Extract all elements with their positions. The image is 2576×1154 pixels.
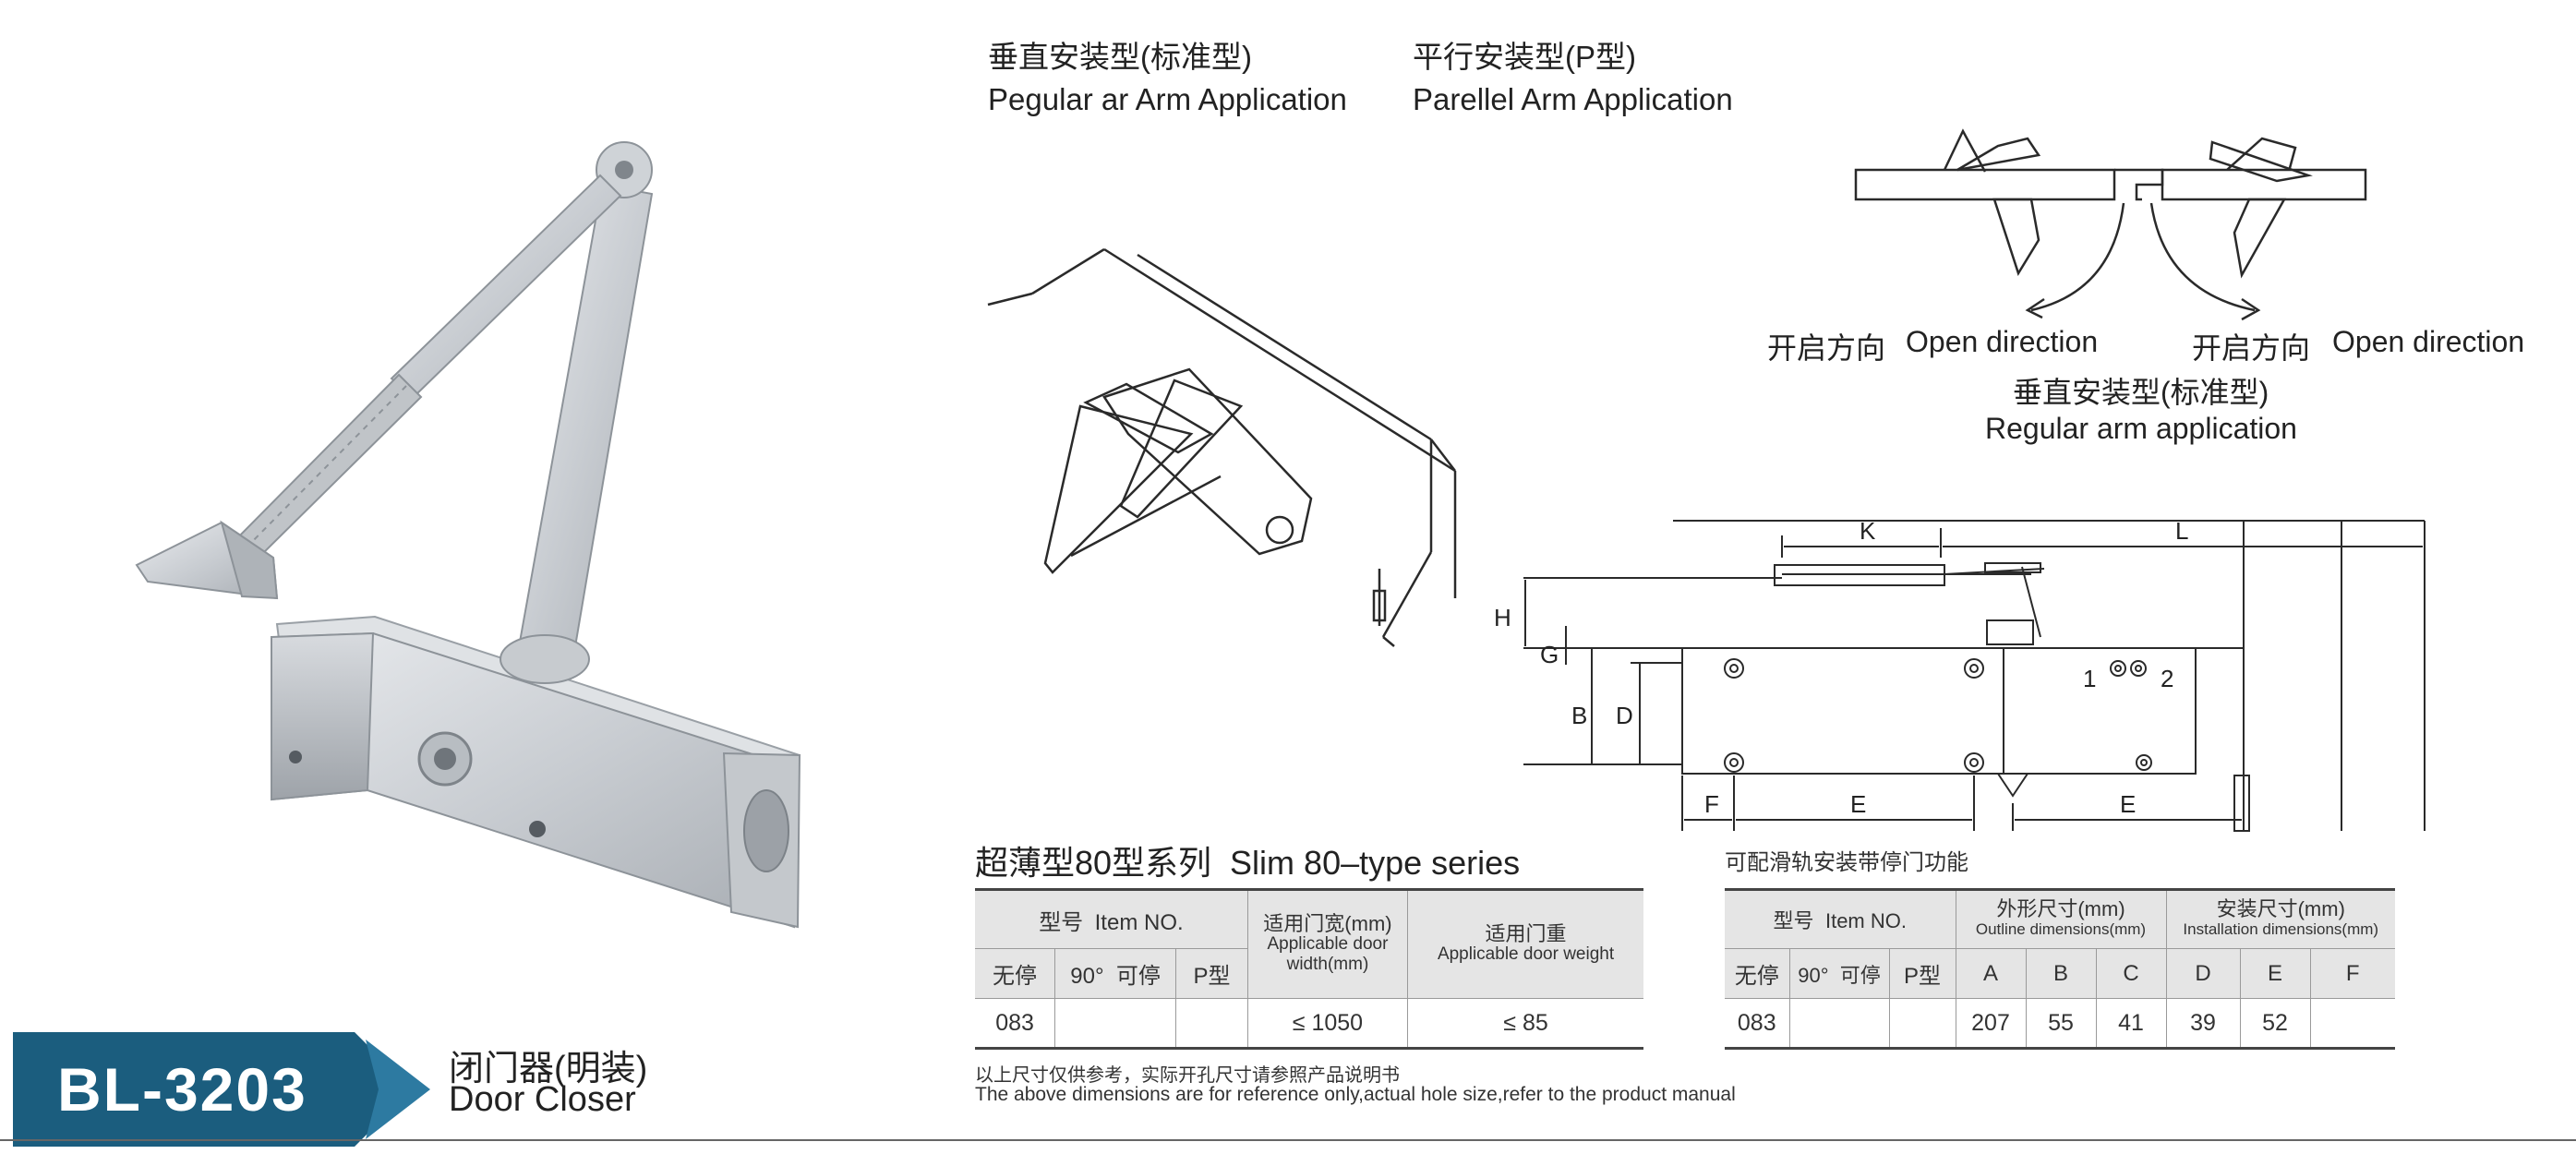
right-table-caption: 可配滑轨安装带停门功能 [1725,850,1968,875]
right-sub-ptype: P型 [1903,964,1941,989]
dim-label-B: B [1571,702,1588,729]
dim-label-2: 2 [2161,665,2174,692]
dim-label-L: L [2175,517,2189,545]
right-sub-nostop: 无停 [1734,964,1779,989]
outline-cn: 外形尺寸(mm) [1996,897,2125,920]
door-width-cn: 适用门宽(mm) [1263,912,1392,935]
right-sub-90stop: 90° 可停 [1798,963,1881,987]
vertical-header-en: Pegular ar Arm Application [988,82,1347,116]
right-row-D: 39 [2190,1009,2216,1036]
install-en: Installation dimensions(mm) [2183,920,2379,938]
left-item-en: Item NO. [1094,909,1184,935]
right-row-A: 207 [1971,1009,2010,1036]
outline-en: Outline dimensions(mm) [1975,920,2147,938]
parallel-header-cn: 平行安装型(P型) [1413,40,1636,74]
spec-table-right: 型号 Item NO. 外形尺寸(mm) Outline dimensions(… [1725,888,2395,1050]
open-direction-left-cn: 开启方向 [1767,331,1886,365]
series-title: 超薄型80型系列 Slim 80–type series [975,844,1521,882]
right-row-E: 52 [2262,1009,2288,1036]
right-item-cn: 型号 [1773,909,1814,932]
door-weight-cn: 适用门重 [1485,922,1567,945]
right-row-B: 55 [2048,1009,2074,1036]
bottom-rule [0,1139,2576,1141]
product-badge-shape [13,1032,430,1147]
dim-label-K: K [1860,517,1876,545]
col-B: B [2052,960,2068,986]
open-direction-left-en: Open direction [1906,325,2099,358]
right-row-model: 083 [1737,1009,1776,1036]
col-E: E [2267,960,2282,986]
door-width-en2: width(mm) [1286,955,1369,974]
col-C: C [2123,960,2139,986]
dim-label-1: 1 [2083,665,2097,692]
open-direction-right-cn: 开启方向 [2192,331,2311,365]
left-row-width: ≤ 1050 [1292,1009,1364,1036]
product-name-cn: 闭门器(明装) [449,1050,648,1088]
open-direction-right-en: Open direction [2332,325,2525,358]
right-row-C: 41 [2118,1009,2144,1036]
vertical-header-cn: 垂直安装型(标准型) [988,40,1252,74]
right-item-en: Item NO. [1824,909,1907,932]
regular-application-cn: 垂直安装型(标准型) [2013,376,2269,409]
door-width-en1: Applicable door [1267,934,1389,954]
dim-label-E-left: E [1850,790,1867,818]
parallel-header-en: Parellel Arm Application [1413,82,1733,116]
product-name-en: Door Closer [449,1080,636,1119]
dim-label-F: F [1704,790,1719,818]
col-D: D [2195,960,2211,986]
note-cn: 以上尺寸仅供参考，实际开孔尺寸请参照产品说明书 [975,1065,1400,1086]
install-cn: 安装尺寸(mm) [2216,897,2345,920]
dim-label-H: H [1494,604,1511,631]
left-item-cn: 型号 [1039,909,1084,935]
spec-table-left: 型号 Item NO. 适用门宽(mm) Applicable door wid… [975,888,1643,1050]
dim-label-D: D [1616,702,1633,729]
left-sub-ptype: P型 [1193,964,1231,989]
left-sub-90stop: 90° 可停 [1070,964,1161,989]
col-F: F [2345,960,2360,986]
product-code: BL-3203 [57,1055,307,1124]
dim-label-G: G [1540,641,1559,668]
left-row-model: 083 [995,1009,1034,1036]
regular-application-en: Regular arm application [1985,412,2297,445]
note-en: The above dimensions are for reference o… [975,1084,1736,1105]
dim-label-E-right: E [2120,790,2137,818]
col-A: A [1982,960,1998,986]
left-row-weight: ≤ 85 [1503,1009,1548,1036]
door-weight-en: Applicable door weight [1437,944,1615,964]
left-sub-nostop: 无停 [993,964,1038,989]
